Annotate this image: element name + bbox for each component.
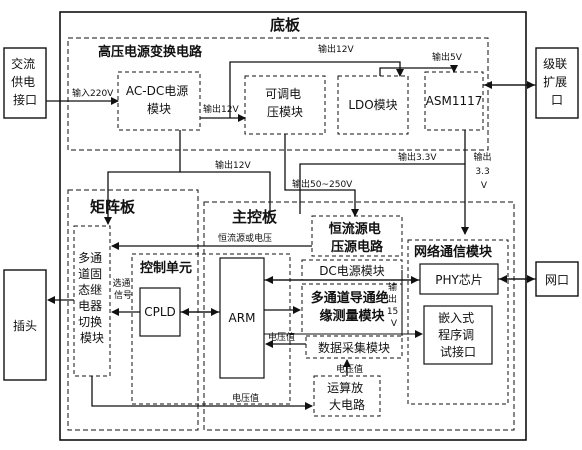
label-out12-mid: 输出12V [215,159,251,171]
plug-label: 插头 [13,319,37,333]
constant-source-label: 恒流源电 压源电路 [329,221,386,255]
adjustable-line-1: 可调电 [265,87,301,101]
label-volt1: 电压值 [268,331,295,343]
out15-v-2: 出 [388,293,397,305]
out33-v-1: 输出 [474,151,492,163]
phy-chip-label: PHY芯片 [435,273,483,287]
ac-input-line-1: 交流 [11,56,35,71]
label-const-src: 恒流源或电压 [218,232,272,244]
isolation-line-2: 缘测量模块 [319,308,385,324]
wire-33v [299,130,466,214]
select-line-1: 选通 [113,277,131,289]
amp-line-2: 大电路 [329,397,365,412]
debug-line-1: 嵌入式 [438,311,474,325]
acdc-line-2: 模块 [147,102,171,116]
select-line-2: 信号 [114,289,132,301]
isolation-module-label: 多通道导通绝 缘测量模块 [311,290,394,324]
debug-port-label: 嵌入式 程序调 试接口 [438,311,478,359]
constant-line-1: 恒流源电 [329,221,381,237]
label-in220: 输入220V [72,87,114,99]
ac-input-box [3,47,47,119]
label-volt2: 电压值 [336,363,363,375]
amp-label: 运算放 大电路 [327,380,367,412]
acdc-module-box [117,71,201,131]
adjustable-line-2: 压模块 [267,105,303,119]
daq-module-box [305,335,403,359]
acdc-line-1: AC-DC电源 [126,84,188,98]
adjustable-module-label: 可调电 压模块 [265,87,305,119]
relay-line-3: 态继 [78,283,102,297]
relay-line-4: 电器 [78,299,102,313]
netport-label: 网口 [545,273,569,287]
matrix-board-title: 矩阵板 [90,198,136,216]
asm-module-label: ASM1117 [426,94,483,108]
control-unit-frame [131,253,291,405]
isolation-line-1: 多通道导通绝 [311,290,389,306]
daq-module-label: 数据采集模块 [318,340,390,355]
cascade-port-label: 级联 扩展 口 [543,57,571,107]
ac-input-label: 交流 供电 接口 [11,56,39,107]
network-module-frame [407,239,509,405]
arm-label: ARM [229,311,256,325]
constant-source-box [311,215,403,257]
out33-v-2: 3.3 [475,167,489,177]
cascade-port-line-2: 扩展 [543,75,567,89]
ac-input-line-2: 供电 [11,75,35,89]
out33-v-3: V [481,181,488,191]
arm-box [219,257,265,379]
cascade-port-box [535,47,579,119]
label-out33-vertical: 输出 3.3 V [474,151,495,191]
arrow-acdc-to-ldo [229,61,404,118]
out15-v-4: V [391,319,398,329]
ldo-module-label: LDO模块 [348,98,397,112]
cpld-label: CPLD [144,305,176,319]
arrow-ldo-to-asm [379,65,458,76]
base-board-frame [59,11,527,441]
control-unit-title: 控制单元 [140,260,192,276]
debug-port-box [423,305,493,365]
dc-module-label: DC电源模块 [319,264,385,278]
out15-v-1: 输 [388,281,397,293]
wire-12v-main [180,171,271,214]
wire-12v-down [104,130,181,225]
wire-50-250v [284,134,359,217]
hv-region [67,37,489,151]
constant-line-2: 压源电路 [331,239,384,255]
matrix-board-frame [67,189,199,431]
plug-box [3,269,47,381]
out15-v-3: 15 [387,307,398,317]
label-volt3: 电压值 [232,392,259,404]
label-out33: 输出3.3V [398,151,437,163]
relay-line-1: 多通 [78,251,102,265]
main-board-frame [203,201,515,431]
hv-region-title: 高压电源变换电路 [98,44,203,60]
relay-line-6: 模块 [80,331,104,345]
arrow-relay-to-amp [91,376,313,410]
debug-line-2: 程序调 [438,327,474,342]
main-board-title: 主控板 [232,208,278,226]
relay-line-5: 切换 [78,315,102,329]
ldo-module-box [337,75,409,135]
amp-box [313,375,381,417]
label-out12-top: 输出12V [318,43,354,55]
ac-input-line-3: 接口 [13,92,37,107]
debug-line-3: 试接口 [440,344,476,359]
label-select-signal: 选通 信号 [113,277,134,301]
label-out15-vertical: 输 出 15 V [387,281,401,329]
label-out5: 输出5V [432,51,463,63]
relay-line-2: 道固 [78,267,102,281]
relay-module-label: 多通 道固 态继 电器 切换 模块 [78,251,106,345]
acdc-module-label: AC-DC电源 模块 [126,84,192,116]
network-module-title: 网络通信模块 [414,244,493,260]
label-out50-250: 输出50~250V [292,178,353,190]
cascade-port-line-3: 口 [551,93,563,107]
label-out12-acdc: 输出12V [203,103,239,115]
cascade-port-line-1: 级联 [543,57,567,71]
base-board-title: 底板 [270,16,301,34]
amp-line-1: 运算放 [327,380,363,395]
